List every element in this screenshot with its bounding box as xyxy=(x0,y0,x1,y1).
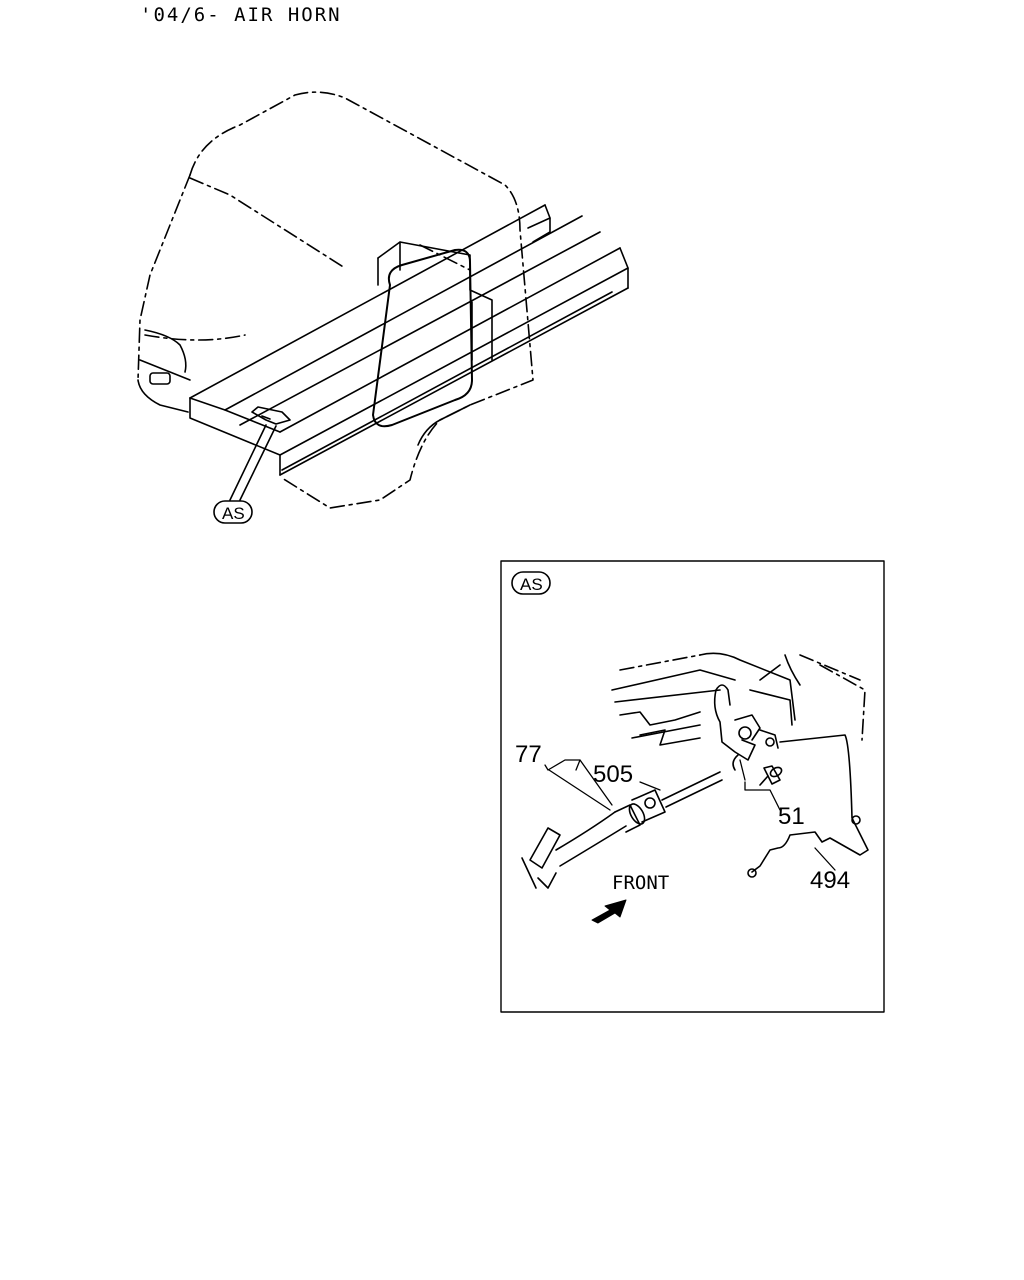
as-callout-box xyxy=(213,500,253,524)
detail-callout-label: AS xyxy=(520,575,543,594)
part-number-494: 494 xyxy=(810,867,850,894)
air-horn xyxy=(521,771,723,889)
as-leader-lines xyxy=(229,424,277,501)
horn-location-mark xyxy=(251,406,291,425)
detail-frame-rails xyxy=(619,654,866,741)
truck-cab-solid xyxy=(137,329,471,446)
fuel-tank xyxy=(372,241,493,428)
part-leader-lines xyxy=(544,759,836,871)
page-title: '04/6- AIR HORN xyxy=(140,4,342,26)
detail-frame xyxy=(500,560,885,1013)
part-number-51: 51 xyxy=(778,803,805,830)
part-number-77: 77 xyxy=(515,741,542,768)
front-label: FRONT xyxy=(612,872,669,894)
bracket-assembly xyxy=(713,684,779,771)
front-arrow xyxy=(591,899,627,924)
detail-callout-box xyxy=(511,571,551,595)
bolt xyxy=(759,765,783,786)
as-callout-label: AS xyxy=(222,504,245,523)
detail-chassis xyxy=(611,652,801,746)
truck-cab-outline xyxy=(137,91,534,509)
air-pipe xyxy=(747,734,869,878)
chassis-frame xyxy=(189,204,629,476)
part-number-505: 505 xyxy=(593,761,633,788)
